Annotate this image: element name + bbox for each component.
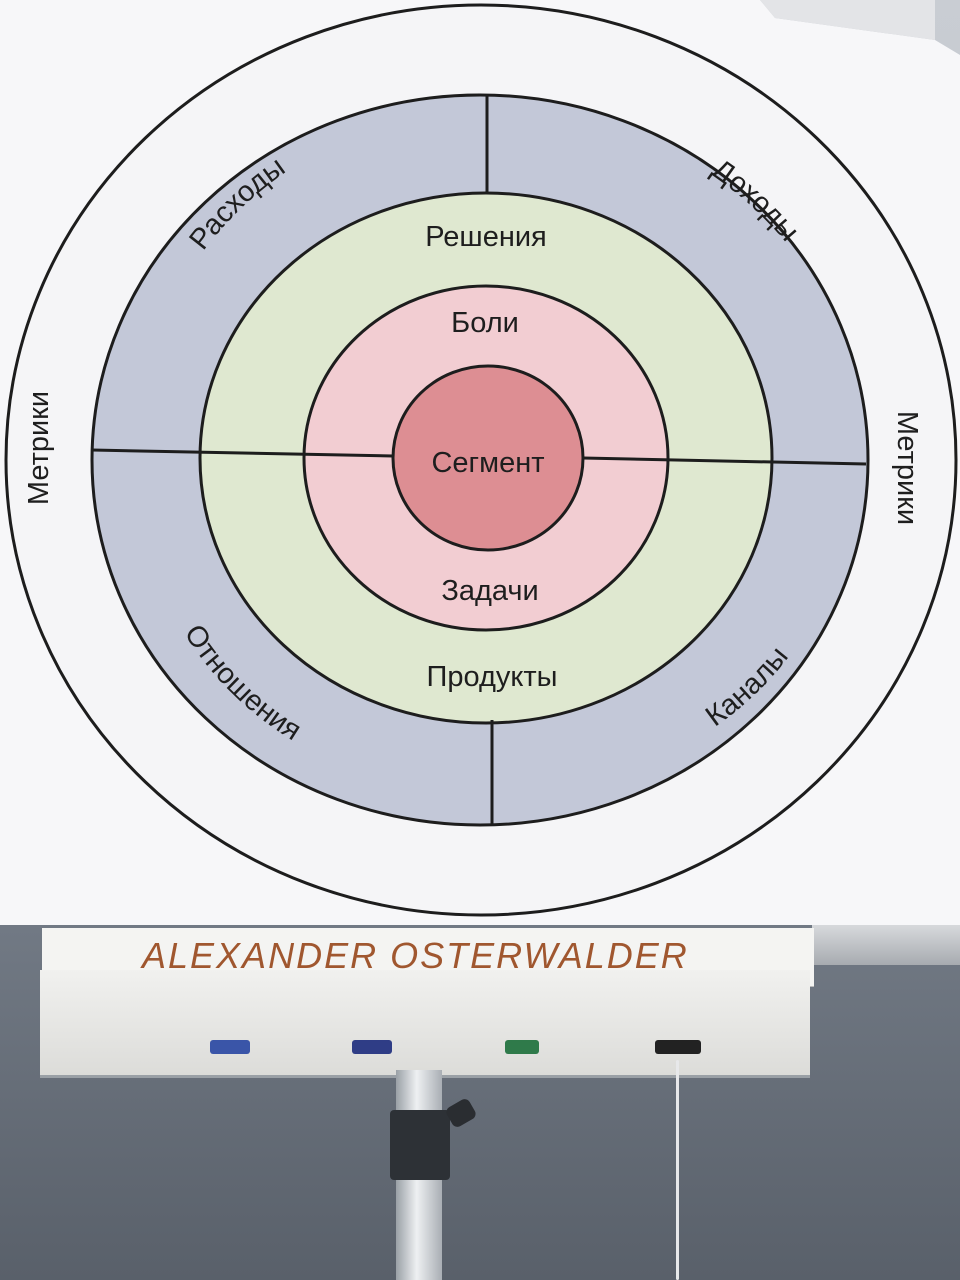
products-label: Продукты <box>426 661 557 693</box>
segment-label: Сегмент <box>431 447 544 479</box>
solutions-label: Решения <box>425 221 547 253</box>
divider-right <box>582 456 867 466</box>
dark-blue-marker <box>352 1040 392 1054</box>
black-marker <box>655 1040 701 1054</box>
segment-diagram-poster: Метрики Метрики Расходы Доходы Отношения… <box>0 0 960 925</box>
divider-left <box>91 448 394 458</box>
handwritten-name: ALEXANDER OSTERWALDER <box>140 935 689 976</box>
handwritten-name-text: ALEXANDER OSTERWALDER <box>140 935 689 976</box>
blue-marker <box>210 1040 250 1054</box>
green-marker <box>505 1040 539 1054</box>
laptop <box>812 925 960 965</box>
pains-label: Боли <box>451 307 519 339</box>
metrics-left-label: Метрики <box>23 391 55 505</box>
stand-clamp <box>390 1110 450 1180</box>
metrics-right-label: Метрики <box>891 411 923 525</box>
cable <box>676 1060 679 1280</box>
flipchart-tray <box>40 970 810 1078</box>
poster-torn-corner <box>760 0 935 40</box>
jobs-label: Задачи <box>441 575 538 607</box>
